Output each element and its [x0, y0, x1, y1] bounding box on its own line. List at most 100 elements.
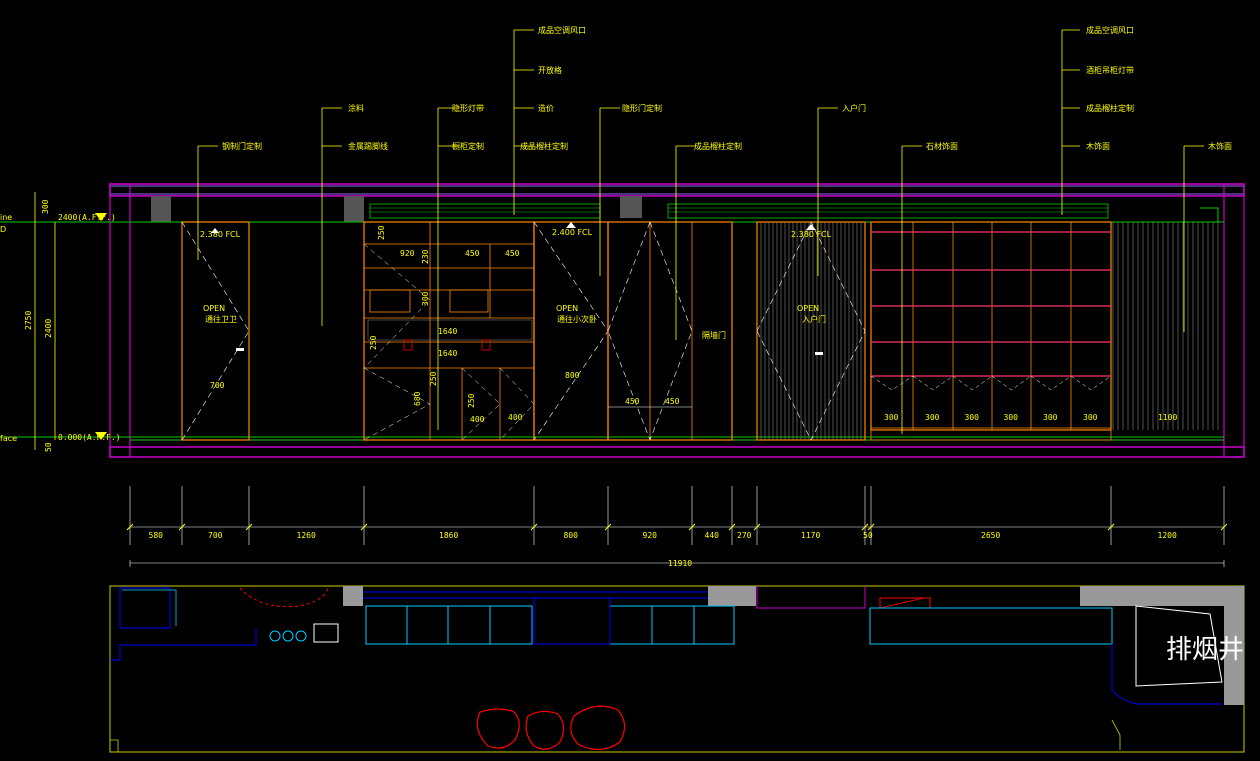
shelf-dim-4: 300 [1043, 413, 1058, 422]
cab-dim-13: 250 [467, 393, 476, 408]
callout-c1: 钢制门定制 [222, 141, 262, 151]
cab-dim-4: 1640 [438, 349, 457, 358]
cab-dim-11: 250 [377, 225, 386, 240]
beam-3 [620, 196, 642, 218]
bottom-dim-11: 1200 [1158, 531, 1177, 540]
callout-top-3: 成品榴柱定制 [520, 141, 568, 151]
door-1-name: 通往卫卫 [205, 314, 237, 324]
bottom-dim-10: 2650 [981, 531, 1000, 540]
plan-chair-2 [525, 710, 565, 750]
bottom-dim-9: 50 [863, 531, 873, 540]
ceiling-level: 2400(A.F.F.) [58, 213, 116, 222]
floor-level: 0.000(A.F.F.) [58, 433, 121, 442]
door-3-open: OPEN [797, 304, 819, 313]
callout-top-5: 酒柜吊柜灯带 [1086, 65, 1134, 75]
bottom-dim-6: 440 [705, 531, 720, 540]
bottom-dim-7: 270 [737, 531, 752, 540]
door-3-height: 2.380 FCL [791, 230, 832, 239]
plan-view: 排烟井 [109, 585, 1245, 753]
plan-burner-1 [269, 630, 281, 642]
callout-c9: 石材饰面 [926, 141, 958, 151]
cab-dim-0: 920 [400, 249, 415, 258]
plan-kitchen-counter [365, 605, 533, 645]
door-2-open: OPEN [556, 304, 578, 313]
shelf-base [870, 427, 1112, 441]
cab-dim-6: 250 [429, 371, 438, 386]
door-4: 隔墙门 450 450 [607, 221, 733, 441]
cab-dim-12: 250 [369, 335, 378, 350]
door-1-open: OPEN [203, 304, 225, 313]
callout-top-4: 成品空调风口 [1086, 25, 1134, 35]
door-2: OPEN 通往小次卧 2.400 FCL 800 [533, 221, 609, 441]
door-1: OPEN 通往卫卫 2.380 FCL 700 [181, 221, 250, 441]
plan-wall-right [1080, 586, 1244, 705]
shelf-dim-1: 300 [925, 413, 940, 422]
cab-dim-2: 450 [505, 249, 520, 258]
vdim-3: 2400 [44, 319, 53, 338]
callout-top-1: 开放格 [538, 65, 562, 75]
callout-texts: 成品空调风口 开放格 造价 成品榴柱定制 成品空调风口 酒柜吊柜灯带 成品榴柱定… [222, 25, 1232, 151]
plan-sink [313, 623, 339, 643]
floor-slab [109, 446, 1245, 458]
beam-2 [344, 196, 364, 222]
bottom-dim-0: 580 [149, 531, 164, 540]
beam-1 [151, 196, 171, 222]
callout-c4: 隐形灯带 [452, 103, 484, 113]
light-cove-1 [369, 203, 601, 219]
door-4-label: 隔墙门 [702, 330, 726, 340]
cab-dim-9: 230 [421, 249, 430, 264]
cab-dim-5: 680 [413, 391, 422, 406]
callout-leaders [197, 29, 1204, 434]
total-dim: 11910 [668, 559, 692, 568]
door-2-height: 2.400 FCL [552, 228, 593, 237]
door-1-width: 700 [210, 381, 225, 390]
callout-c3: 金属踢脚线 [348, 141, 388, 151]
door-4-w2: 450 [665, 397, 680, 406]
plan-column-2 [708, 586, 756, 606]
cab-dim-10: 300 [421, 291, 430, 306]
callout-top-7: 木饰面 [1086, 141, 1110, 151]
floor-side: face [0, 434, 17, 443]
bottom-dim-2: 1260 [297, 531, 316, 540]
shelf-dim-last: 1100 [1158, 413, 1177, 422]
door-1-height: 2.380 FCL [200, 230, 241, 239]
cab-dim-8: 400 [508, 413, 523, 422]
vdim-1: 300 [41, 199, 50, 214]
plan-chair-1 [476, 708, 520, 749]
callout-c5: 橱柜定制 [452, 141, 484, 151]
cab-dim-7: 400 [470, 415, 485, 424]
plan-burner-3 [295, 630, 307, 642]
slat-panel-2 [1112, 222, 1219, 430]
vdim-4: 50 [44, 442, 53, 452]
callout-top-0: 成品空调风口 [538, 25, 586, 35]
shelf-dim-3: 300 [1004, 413, 1019, 422]
light-cove-2 [667, 203, 1109, 219]
right-wall [1223, 183, 1245, 458]
plan-column-1 [343, 586, 363, 606]
bottom-dim-3: 1860 [439, 531, 458, 540]
slat-panel-1 [756, 222, 866, 440]
plan-flue-text: 排烟井 [1166, 635, 1244, 665]
plan-chair-3 [570, 705, 626, 751]
door-3-name: 入户门 [802, 314, 826, 324]
shelf-dim-5: 300 [1083, 413, 1098, 422]
callout-c10: 木饰面 [1208, 141, 1232, 151]
ceiling-extra: D [0, 225, 6, 234]
plan-cabinet [609, 605, 735, 645]
bottom-dim-1: 700 [208, 531, 223, 540]
shelf-dim-0: 300 [884, 413, 899, 422]
cab-dim-1: 450 [465, 249, 480, 258]
callout-c7: 成品榴柱定制 [694, 141, 742, 151]
cabinet-block: 920 450 450 1640 1640 680 250 400 400 23… [363, 221, 535, 441]
left-wall [109, 183, 131, 458]
door-4-w1: 450 [625, 397, 640, 406]
callout-top-6: 成品榴柱定制 [1086, 103, 1134, 113]
callout-top-2: 造价 [538, 103, 554, 113]
callout-c2: 涂料 [348, 103, 364, 113]
door-3: OPEN 入户门 2.380 FCL [756, 221, 866, 441]
ceiling-side: ine [0, 213, 12, 222]
door-2-name: 通往小次卧 [557, 314, 597, 324]
